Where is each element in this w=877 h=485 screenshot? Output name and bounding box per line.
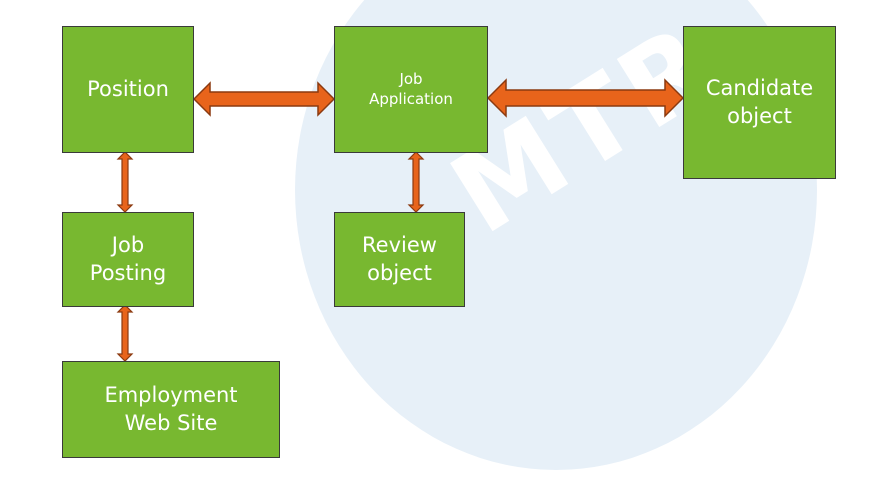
- node-job-application-label: Job Application: [369, 70, 453, 108]
- arrow-job-application-candidate: [486, 78, 685, 118]
- node-review-object-label: Review object: [362, 233, 437, 285]
- arrow-job-posting-employment: [116, 304, 134, 362]
- node-job-posting-label: Job Posting: [89, 233, 167, 285]
- arrow-position-job-posting: [116, 151, 134, 213]
- node-job-application: Job Application: [334, 26, 488, 153]
- arrow-position-job-application: [192, 81, 336, 117]
- node-candidate-object-label: Candidate object: [705, 76, 814, 128]
- node-position-label: Position: [87, 76, 169, 101]
- node-review-object: Review object: [334, 212, 465, 307]
- arrow-job-application-review: [407, 151, 425, 213]
- node-employment-web-site-label: Employment Web Site: [104, 383, 238, 435]
- node-employment-web-site: Employment Web Site: [62, 361, 280, 458]
- node-position: Position: [62, 26, 194, 153]
- node-candidate-object: Candidate object: [683, 26, 836, 179]
- node-job-posting: Job Posting: [62, 212, 194, 307]
